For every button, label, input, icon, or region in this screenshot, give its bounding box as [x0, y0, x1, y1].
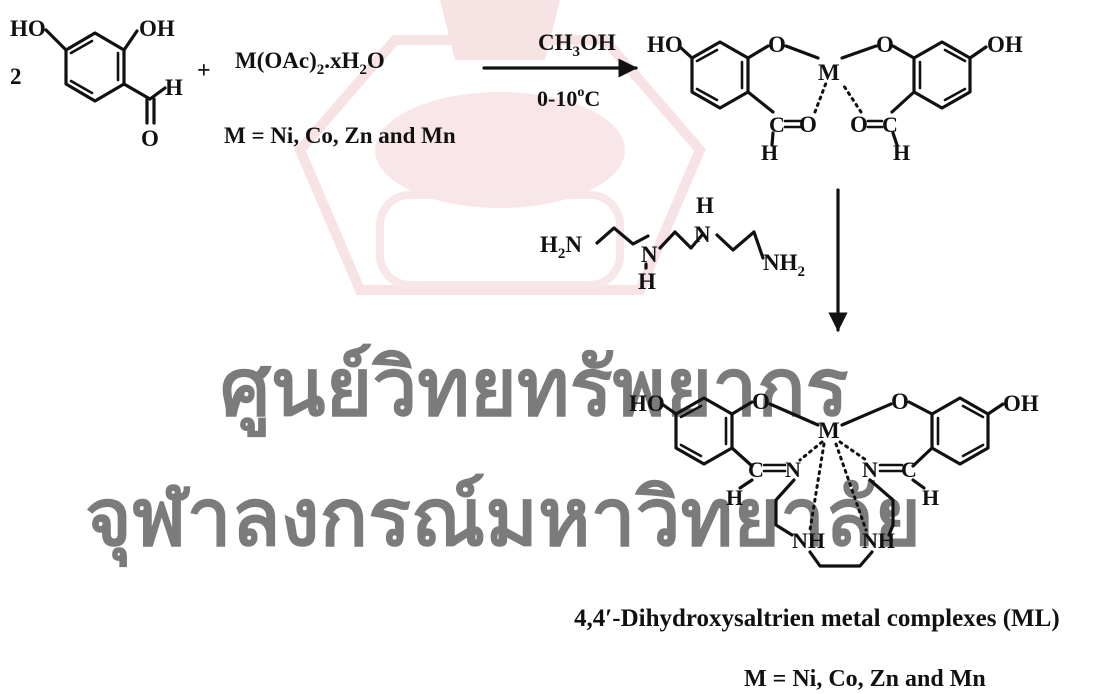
atom-h-right: H: [922, 485, 939, 510]
atom-oh-right: OH: [987, 32, 1023, 57]
metal-acetate: M(OAc)2.xH2O: [235, 48, 385, 78]
amine-n-1: N: [641, 242, 658, 267]
coefficient: 2: [10, 64, 22, 89]
atom-c-left: C: [748, 457, 764, 482]
atom-o-aldehyde-left: O: [799, 112, 817, 137]
university-seal-watermark: [294, 0, 706, 295]
atom-ho-left: HO: [629, 391, 665, 416]
atom-c-right: C: [901, 457, 917, 482]
atom-c-left: C: [769, 112, 785, 137]
amine-h-2: H: [696, 193, 714, 218]
intermediate-complex-structure: HO O M O OH C O H O C H: [647, 32, 1023, 165]
amine-h-1: H: [638, 269, 656, 294]
watermark-text-line1: ศูนย์วิทยทรัพยากร: [220, 343, 849, 438]
atom-o-left: O: [768, 32, 786, 57]
product-metal-list: M = Ni, Co, Zn and Mn: [744, 666, 986, 692]
atom-h-left: H: [726, 485, 743, 510]
plus-sign: +: [197, 58, 211, 84]
atom-n-left: N: [785, 457, 801, 482]
atom-ho-left: HO: [647, 32, 683, 57]
atom-metal-2: M: [818, 418, 840, 443]
watermark: ศูนย์วิทยทรัพยากร จุฬาลงกรณ์มหาวิทยาลัย: [85, 0, 921, 568]
watermark-text-line2: จุฬาลงกรณ์มหาวิทยาลัย: [85, 473, 921, 568]
metal-list-top: M = Ni, Co, Zn and Mn: [224, 123, 456, 148]
amine-h2n: H2N: [540, 232, 582, 262]
atom-h-left: H: [761, 140, 778, 165]
condition-solvent: CH3OH: [538, 30, 616, 60]
amine-n-2: N: [694, 222, 711, 247]
atom-c-right: C: [882, 112, 898, 137]
amine-nh2: NH2: [763, 250, 805, 280]
atom-o: O: [141, 126, 159, 151]
dihydroxybenzaldehyde-structure: 2 HO OH H O: [10, 16, 183, 151]
atom-o-right: O: [876, 32, 894, 57]
atom-metal-1: M: [818, 60, 840, 85]
condition-temperature: 0-10oC: [537, 85, 600, 111]
triethylenetetramine-structure: H2N N H N H NH2: [540, 193, 805, 294]
product-complex-structure: HO O M O OH C N H N C H NH: [629, 389, 1039, 568]
atom-o-right: O: [891, 389, 909, 414]
atom-ho: HO: [10, 16, 46, 41]
atom-oh-right: OH: [1003, 391, 1039, 416]
atom-o-left: O: [752, 389, 770, 414]
atom-n-right: N: [862, 457, 878, 482]
atom-o-aldehyde-right: O: [850, 112, 868, 137]
atom-h-right: H: [893, 140, 910, 165]
product-name: 4,4′-Dihydroxysaltrien metal complexes (…: [574, 605, 1060, 632]
atom-oh: OH: [139, 16, 175, 41]
atom-h: H: [165, 75, 183, 100]
atom-nh-left: NH: [792, 528, 825, 553]
